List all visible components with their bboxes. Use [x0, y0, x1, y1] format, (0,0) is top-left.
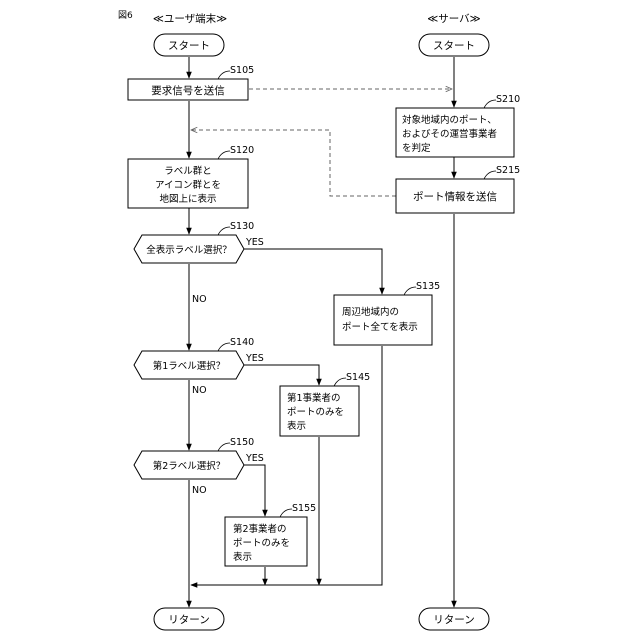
decision-s140: 第1ラベル選択？ [134, 351, 244, 379]
step-s130-id: S130 [218, 221, 254, 235]
svg-text:S150: S150 [230, 437, 254, 448]
step-s120-box: ラベル群と アイコン群とを 地図上に表示 [128, 159, 248, 208]
user-start-terminal: スタート [154, 34, 224, 56]
svg-text:第1事業者の: 第1事業者の [287, 392, 341, 404]
svg-text:S120: S120 [230, 145, 254, 156]
svg-text:スタート: スタート [168, 40, 210, 52]
svg-text:スタート: スタート [433, 40, 475, 52]
figure-label: 図6 [118, 10, 133, 21]
s130-no-label: NO [192, 294, 207, 305]
s150-yes-label: YES [245, 453, 264, 464]
decision-s130: 全表示ラベル選択？ [134, 235, 244, 263]
svg-text:S215: S215 [496, 165, 520, 176]
server-return-terminal: リターン [419, 608, 489, 630]
svg-text:第1ラベル選択？: 第1ラベル選択？ [153, 360, 226, 372]
svg-text:全表示ラベル選択？: 全表示ラベル選択？ [146, 244, 232, 256]
svg-text:対象地域内のポート、: 対象地域内のポート、 [402, 114, 497, 126]
step-s155-box: 第2事業者の ポートのみを 表示 [225, 517, 307, 566]
step-s215-id: S215 [484, 165, 520, 179]
step-s145-id: S145 [334, 372, 370, 386]
svg-text:S135: S135 [416, 281, 440, 292]
server-start-terminal: スタート [419, 34, 489, 56]
svg-text:要求信号を送信: 要求信号を送信 [151, 84, 225, 97]
svg-text:表示: 表示 [233, 551, 252, 563]
svg-text:ポートのみを: ポートのみを [287, 407, 344, 418]
svg-text:周辺地域内の: 周辺地域内の [342, 306, 399, 318]
decision-s150: 第2ラベル選択？ [134, 451, 244, 479]
s140-no-label: NO [192, 385, 207, 396]
svg-text:S210: S210 [496, 94, 520, 105]
step-s155-id: S155 [280, 503, 316, 517]
svg-text:S145: S145 [346, 372, 370, 383]
svg-text:地図上に表示: 地図上に表示 [159, 193, 216, 205]
user-return-terminal: リターン [154, 608, 224, 630]
svg-text:アイコン群とを: アイコン群とを [155, 179, 221, 191]
svg-text:およびその運営事業者: およびその運営事業者 [402, 128, 497, 140]
svg-text:S130: S130 [230, 221, 254, 232]
svg-text:ポート全てを表示: ポート全てを表示 [342, 321, 418, 333]
user-column-header: ≪ユーザ端末≫ [153, 12, 227, 25]
s130-yes-label: YES [245, 237, 264, 248]
step-s150-id: S150 [218, 437, 254, 451]
step-s210-id: S210 [484, 94, 520, 108]
step-s135-box: 周辺地域内の ポート全てを表示 [334, 295, 432, 345]
step-s210-box: 対象地域内のポート、 およびその運営事業者 を判定 [396, 108, 514, 157]
svg-text:リターン: リターン [433, 614, 474, 626]
step-s145-box: 第1事業者の ポートのみを 表示 [280, 386, 359, 436]
svg-text:を判定: を判定 [402, 142, 431, 154]
svg-text:ポートのみを: ポートのみを [233, 538, 290, 549]
step-s135-id: S135 [404, 281, 440, 295]
svg-text:S155: S155 [292, 503, 316, 514]
svg-text:リターン: リターン [168, 614, 209, 626]
svg-text:ラベル群と: ラベル群と [164, 165, 212, 177]
svg-text:S140: S140 [230, 337, 254, 348]
svg-text:第2ラベル選択？: 第2ラベル選択？ [153, 460, 226, 472]
svg-text:ポート情報を送信: ポート情報を送信 [413, 190, 497, 203]
step-s105-box: 要求信号を送信 [128, 79, 248, 100]
step-s120-id: S120 [218, 145, 254, 159]
step-s140-id: S140 [218, 337, 254, 351]
s140-yes-label: YES [245, 353, 264, 364]
step-s215-box: ポート情報を送信 [396, 179, 514, 213]
svg-text:S105: S105 [230, 65, 254, 76]
step-s105-id: S105 [218, 65, 254, 79]
server-column-header: ≪サーバ≫ [427, 13, 480, 25]
svg-text:表示: 表示 [287, 420, 306, 432]
s150-no-label: NO [192, 485, 207, 496]
svg-text:第2事業者の: 第2事業者の [233, 523, 287, 535]
